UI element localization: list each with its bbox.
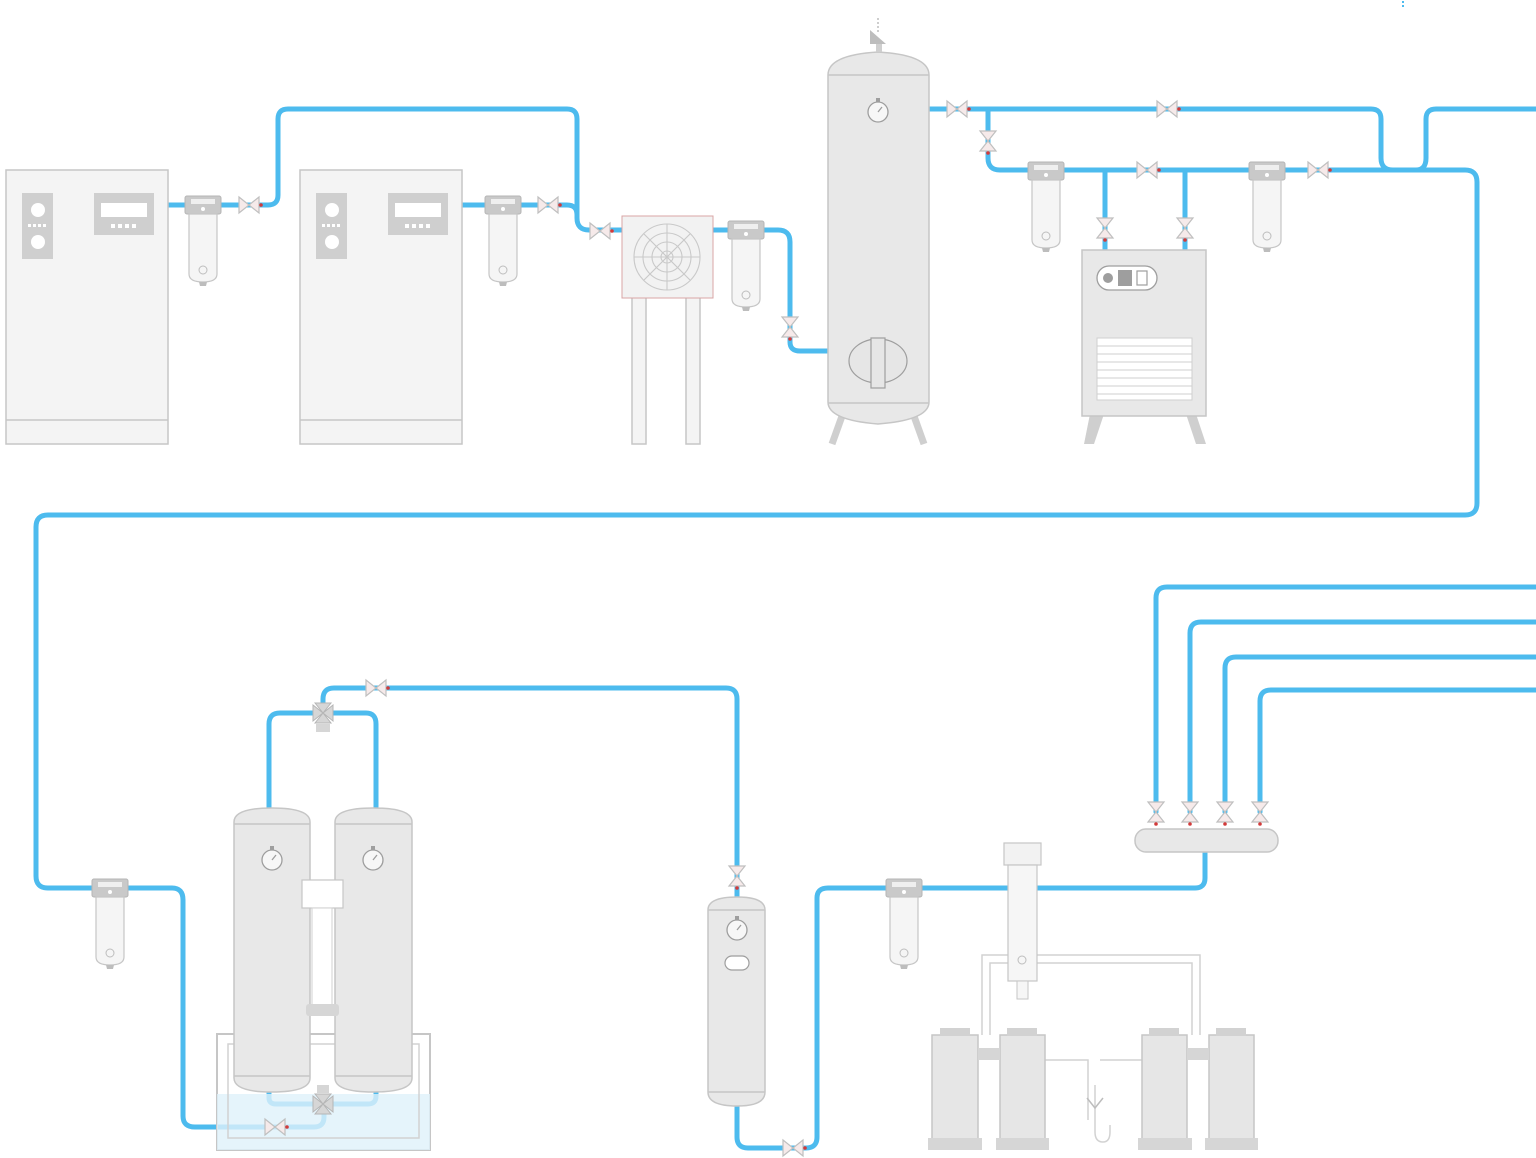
ball-valve-icon (589, 222, 615, 240)
ball-valve-icon (1181, 801, 1199, 827)
ball-valve-icon (1136, 161, 1162, 179)
ball-valve-icon (238, 196, 264, 214)
pipe-plant-exit (1413, 106, 1536, 173)
ball-valve-icon (782, 1139, 808, 1157)
ball-valve-icon (365, 679, 391, 697)
line-filter-icon (727, 220, 765, 312)
ball-valve-icon (728, 865, 746, 891)
air-receiver-tank (827, 18, 930, 446)
ball-valve-icon (1096, 217, 1114, 243)
line-filter-icon (885, 878, 923, 970)
pipe-distribution-2 (1187, 619, 1536, 815)
pipe-desiccant-purge (320, 685, 740, 900)
pipe-receiver-outlet (926, 106, 1396, 173)
compressor-2 (299, 169, 463, 445)
distribution-manifold (1134, 828, 1279, 853)
pipe-distribution-1 (1153, 584, 1536, 815)
corner-mark (1402, 1, 1404, 7)
ball-valve-icon (1251, 801, 1269, 827)
ball-valve-icon (946, 100, 972, 118)
ball-valve-icon (1307, 161, 1333, 179)
ball-valve-icon (979, 130, 997, 156)
ball-valve-icon (781, 316, 799, 342)
ball-valve-icon (312, 1093, 334, 1115)
ball-valve-icon (1147, 801, 1165, 827)
ball-valve-icon (1176, 217, 1194, 243)
line-filter-icon (1248, 161, 1286, 253)
pipe-compressor-1-outlet (165, 106, 625, 233)
desiccant-dryer (216, 724, 431, 1151)
compressor-1 (5, 169, 169, 445)
line-filter-icon (91, 878, 129, 970)
pipe-compressor-2-outlet (459, 202, 580, 218)
line-filter-icon (484, 195, 522, 287)
aftercooler-fan-icon (633, 223, 701, 291)
ball-valve-icon (1156, 100, 1182, 118)
refrigeration-dryer (1081, 249, 1207, 444)
pipe-receiver-2-outlet (734, 849, 1208, 1151)
pipe-dryer-branch (33, 106, 1480, 1130)
line-filter-icon (1027, 161, 1065, 253)
secondary-receiver-tank (707, 896, 766, 1107)
ball-valve-icon (537, 196, 563, 214)
oil-water-separator (928, 842, 1258, 1150)
ball-valve-icon (1216, 801, 1234, 827)
pipe-network (33, 106, 1536, 1151)
pipe-aftercooler-outlet (710, 227, 831, 354)
line-filter-icon (184, 195, 222, 287)
pipe-distribution-4 (1257, 687, 1536, 815)
safety-valve-icon (870, 18, 886, 52)
control-panel (22, 193, 53, 259)
control-panel (316, 193, 347, 259)
pipe-distribution-3 (1222, 654, 1536, 815)
ball-valve-icon (312, 702, 334, 724)
aftercooler (621, 215, 714, 445)
